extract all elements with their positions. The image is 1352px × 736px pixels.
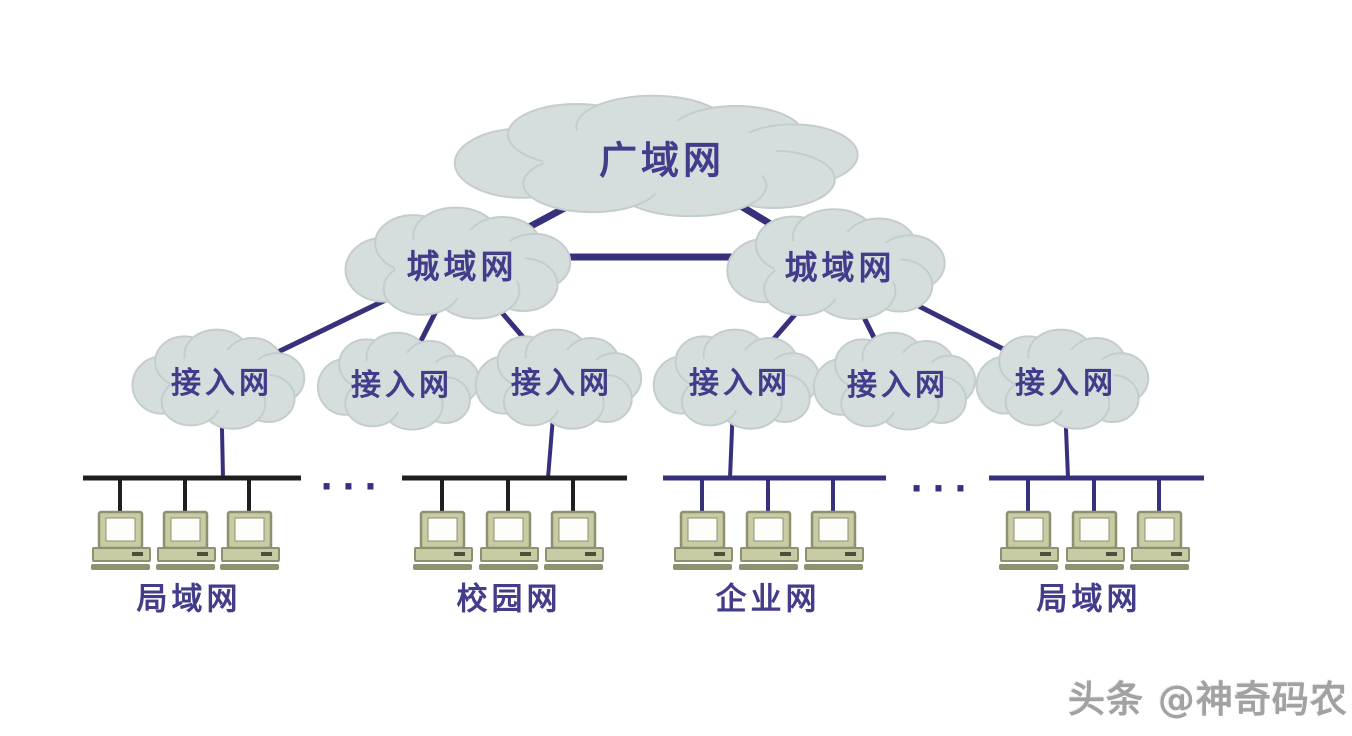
cloud-access-5 [812, 331, 977, 431]
cloud-label-access-1: 接入网 [171, 366, 273, 401]
computer-icon [479, 478, 539, 570]
computer-icon [1065, 478, 1125, 570]
lan-segment [83, 475, 301, 570]
cloud-wan [453, 94, 859, 218]
continuation-dots: ··· [910, 469, 976, 509]
segment-label: 局域网 [1036, 581, 1142, 618]
cloud-access-6 [975, 328, 1150, 430]
segment-label: 局域网 [136, 581, 242, 618]
cloud-access-1 [131, 328, 306, 430]
cloud-access-3 [474, 328, 643, 430]
lan-segment [663, 475, 886, 570]
computer-icon [804, 478, 864, 570]
cloud-man-left [344, 206, 572, 320]
cloud-label-access-2: 接入网 [351, 368, 453, 403]
computer-icon [220, 478, 280, 570]
lan-segment [402, 475, 627, 570]
computer-icon [999, 478, 1059, 570]
watermark-text: 头条 @神奇码农 [1068, 678, 1348, 721]
cloud-label-access-6: 接入网 [1015, 366, 1117, 401]
cloud-access-4 [652, 328, 821, 430]
segment-label: 校园网 [456, 581, 562, 618]
computer-icon [156, 478, 216, 570]
cloud-label-man-left: 城域网 [406, 247, 518, 286]
cloud-label-access-3: 接入网 [511, 366, 613, 401]
cloud-label-man-right: 城域网 [784, 248, 896, 287]
computer-icon [673, 478, 733, 570]
cloud-label-wan: 广域网 [598, 138, 726, 183]
computer-icon [544, 478, 604, 570]
computer-icon [413, 478, 473, 570]
computer-icon [1130, 478, 1190, 570]
computer-icon [739, 478, 799, 570]
continuation-dots: ··· [320, 467, 386, 507]
cloud-label-access-4: 接入网 [689, 366, 791, 401]
cloud-access-2 [316, 331, 481, 431]
lan-segment [989, 475, 1204, 570]
segment-label: 企业网 [715, 581, 821, 618]
cloud-label-access-5: 接入网 [847, 368, 949, 403]
cloud-man-right [726, 208, 946, 320]
computer-icon [91, 478, 151, 570]
